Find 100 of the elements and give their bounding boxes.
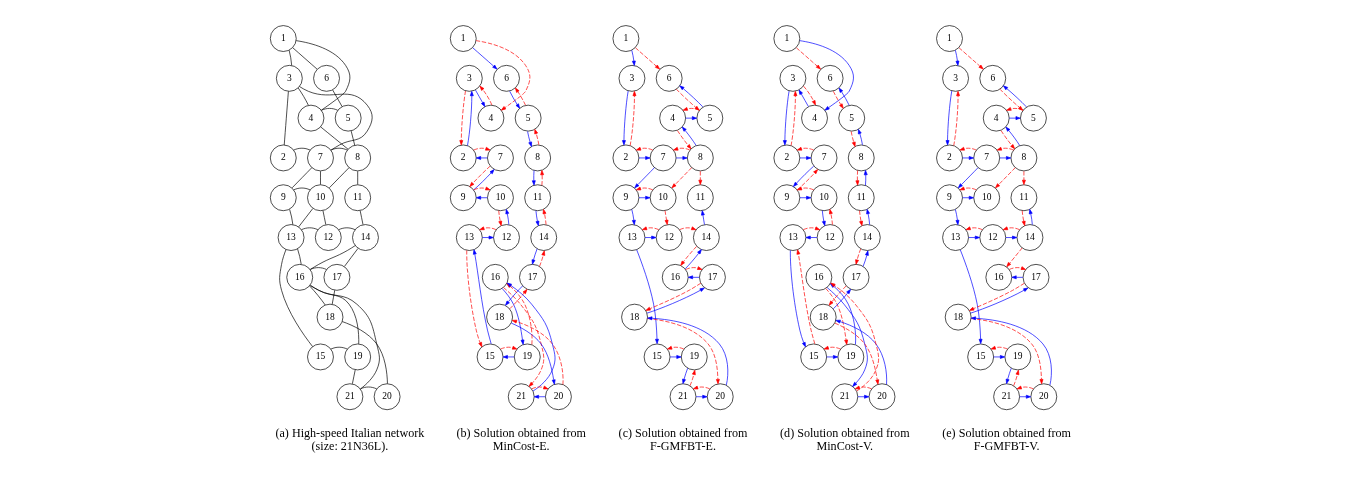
arrow bbox=[646, 287, 705, 314]
node-circle: 15 bbox=[306, 343, 334, 371]
arrow bbox=[508, 90, 520, 109]
node-circle: 17 bbox=[518, 264, 546, 291]
arrow bbox=[508, 289, 527, 310]
arrow bbox=[635, 249, 659, 344]
arrow bbox=[666, 345, 684, 350]
arrow bbox=[998, 156, 1011, 160]
connector bbox=[319, 126, 348, 150]
arrow bbox=[692, 385, 710, 390]
arrow bbox=[679, 246, 697, 266]
arrow bbox=[823, 345, 841, 350]
arrow bbox=[857, 394, 869, 399]
connector bbox=[359, 386, 377, 390]
connector bbox=[337, 227, 355, 230]
connector bbox=[292, 147, 310, 151]
arrow bbox=[854, 248, 861, 265]
label: (d) Solution obtained from MinCost-V. bbox=[779, 425, 910, 453]
arrow bbox=[497, 210, 502, 226]
connector bbox=[278, 249, 313, 347]
arrow bbox=[695, 394, 707, 399]
arrow bbox=[458, 90, 466, 146]
arrow bbox=[1005, 107, 1023, 111]
arrow bbox=[502, 355, 514, 359]
connector bbox=[331, 89, 342, 107]
node-circle: 21 bbox=[336, 383, 363, 411]
connector bbox=[291, 167, 312, 189]
arrow bbox=[795, 47, 821, 70]
arrow bbox=[855, 170, 859, 186]
connector bbox=[343, 248, 358, 267]
arrow bbox=[504, 209, 509, 225]
arrow bbox=[533, 394, 546, 399]
arrow bbox=[832, 289, 851, 310]
arrow bbox=[502, 287, 544, 387]
arrow bbox=[1028, 209, 1033, 225]
arrow bbox=[629, 91, 636, 146]
arrow bbox=[676, 130, 691, 150]
connector bbox=[319, 170, 321, 185]
arrow bbox=[531, 170, 536, 186]
node-circle: 14 bbox=[853, 224, 881, 251]
arrow bbox=[994, 167, 1016, 189]
arrow bbox=[635, 186, 653, 191]
arrow bbox=[821, 210, 826, 226]
node-circle: 14 bbox=[351, 224, 379, 251]
arrow bbox=[499, 345, 517, 350]
arrow bbox=[1021, 210, 1026, 226]
arrow bbox=[1008, 266, 1026, 270]
node-circle: 14 bbox=[1016, 224, 1043, 251]
node-circle: 17 bbox=[323, 264, 350, 291]
node-circle: 14 bbox=[529, 224, 557, 251]
arrow bbox=[514, 87, 526, 106]
arrow bbox=[969, 287, 1028, 314]
arrow bbox=[697, 170, 702, 185]
arrow bbox=[825, 355, 838, 359]
arrow bbox=[630, 209, 636, 225]
arrow bbox=[824, 288, 848, 345]
node-circle: 11 bbox=[1010, 184, 1037, 212]
node-circle: 12 bbox=[314, 224, 342, 251]
arrow bbox=[479, 85, 492, 106]
arrow bbox=[638, 156, 650, 160]
node-circle: 18 bbox=[316, 303, 343, 331]
arrow bbox=[832, 90, 844, 109]
arrow bbox=[967, 235, 980, 240]
node-circle: 3 bbox=[618, 65, 645, 92]
arrow bbox=[675, 156, 687, 160]
arrow bbox=[838, 87, 849, 106]
arrow bbox=[689, 369, 696, 387]
arrow bbox=[1000, 130, 1015, 150]
connector bbox=[330, 147, 348, 151]
arrow bbox=[782, 90, 789, 146]
arrow bbox=[535, 210, 539, 226]
connector bbox=[309, 285, 380, 390]
connector bbox=[331, 289, 335, 305]
node-circle: 9 bbox=[449, 184, 477, 212]
node-circle: 1 bbox=[773, 25, 800, 52]
arrow bbox=[472, 47, 497, 70]
connector bbox=[295, 40, 350, 111]
arrow bbox=[478, 226, 496, 231]
connector bbox=[283, 91, 289, 146]
node-circle: 6 bbox=[312, 65, 340, 92]
arrow bbox=[472, 249, 491, 345]
label: (a) High-speed Italian network (size: 21N36L). bbox=[274, 425, 424, 453]
arrow bbox=[805, 235, 817, 240]
arrow bbox=[634, 47, 660, 70]
arrow bbox=[530, 385, 548, 390]
arrow bbox=[630, 49, 636, 66]
arrow bbox=[526, 131, 532, 147]
arrow bbox=[635, 146, 653, 151]
label: (e) Solution obtained from F-GMFBT-V. bbox=[941, 425, 1071, 453]
arrow bbox=[472, 146, 490, 151]
arrow bbox=[954, 49, 959, 66]
connector bbox=[341, 321, 388, 384]
arrow bbox=[1005, 367, 1012, 384]
node-circle: 18 bbox=[620, 303, 648, 331]
node-circle: 7 bbox=[810, 144, 837, 172]
node-circle: 19 bbox=[680, 343, 708, 371]
node-circle: 1 bbox=[449, 25, 477, 52]
arrow bbox=[965, 226, 983, 231]
connector bbox=[292, 187, 310, 191]
arrow bbox=[678, 226, 696, 231]
